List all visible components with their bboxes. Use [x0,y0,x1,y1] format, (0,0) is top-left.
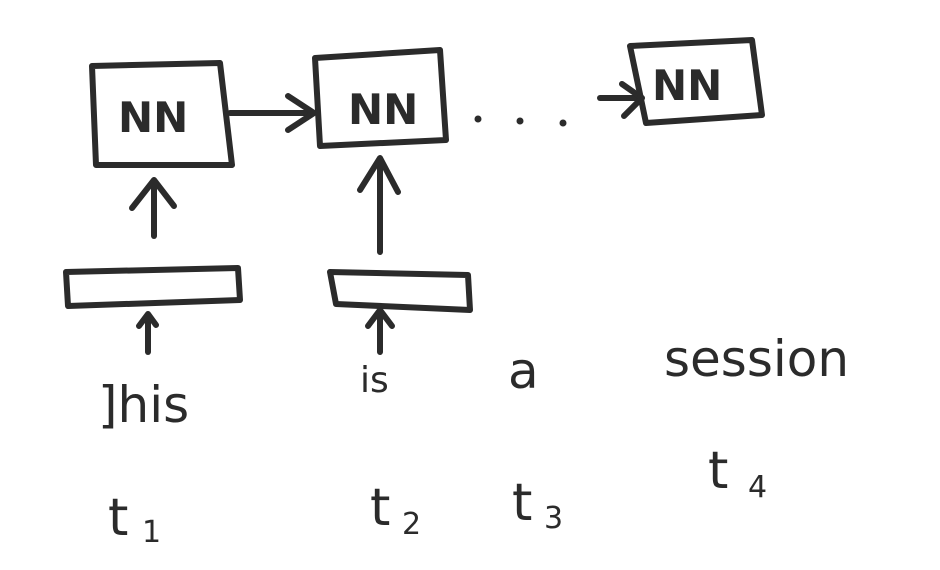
nn-label-3: NN [652,61,722,110]
svg-text:t: t [708,441,728,501]
word-arrow-1 [136,311,159,355]
svg-text:1: 1 [142,515,161,550]
svg-text:2: 2 [402,507,421,542]
nn-box-2 [312,47,449,149]
nn-box-3 [627,37,765,126]
svg-text:t: t [108,488,128,548]
input-arrow-2 [357,155,401,255]
embedding-vector-2 [327,269,473,313]
recurrent-arrow-to-3 [597,81,645,119]
word-a: a [508,342,539,400]
nn-cell-3: NN [627,37,765,126]
word-this: ]his [98,376,189,434]
nn-label-1: NN [118,93,188,142]
input-arrow-1 [129,177,177,239]
timestep-t4: t 4 [708,441,767,505]
nn-cell-1: NN [89,60,235,168]
nn-box-1 [89,60,235,168]
svg-text:4: 4 [748,470,767,505]
ellipsis-dots [474,115,567,127]
svg-text:t: t [370,478,390,538]
word-is: is [360,360,389,401]
timestep-t3: t 3 [512,473,563,536]
nn-label-2: NN [348,85,418,134]
svg-text:3: 3 [544,501,563,536]
nn-cell-2: NN [312,47,449,149]
embedding-vector-1 [63,265,243,309]
word-session: session [664,330,849,388]
recurrent-arrow-1-2 [227,93,317,133]
timestep-t1: t 1 [108,488,161,550]
svg-text:t: t [512,473,532,533]
word-arrow-2 [365,307,395,355]
timestep-t2: t 2 [370,478,421,542]
